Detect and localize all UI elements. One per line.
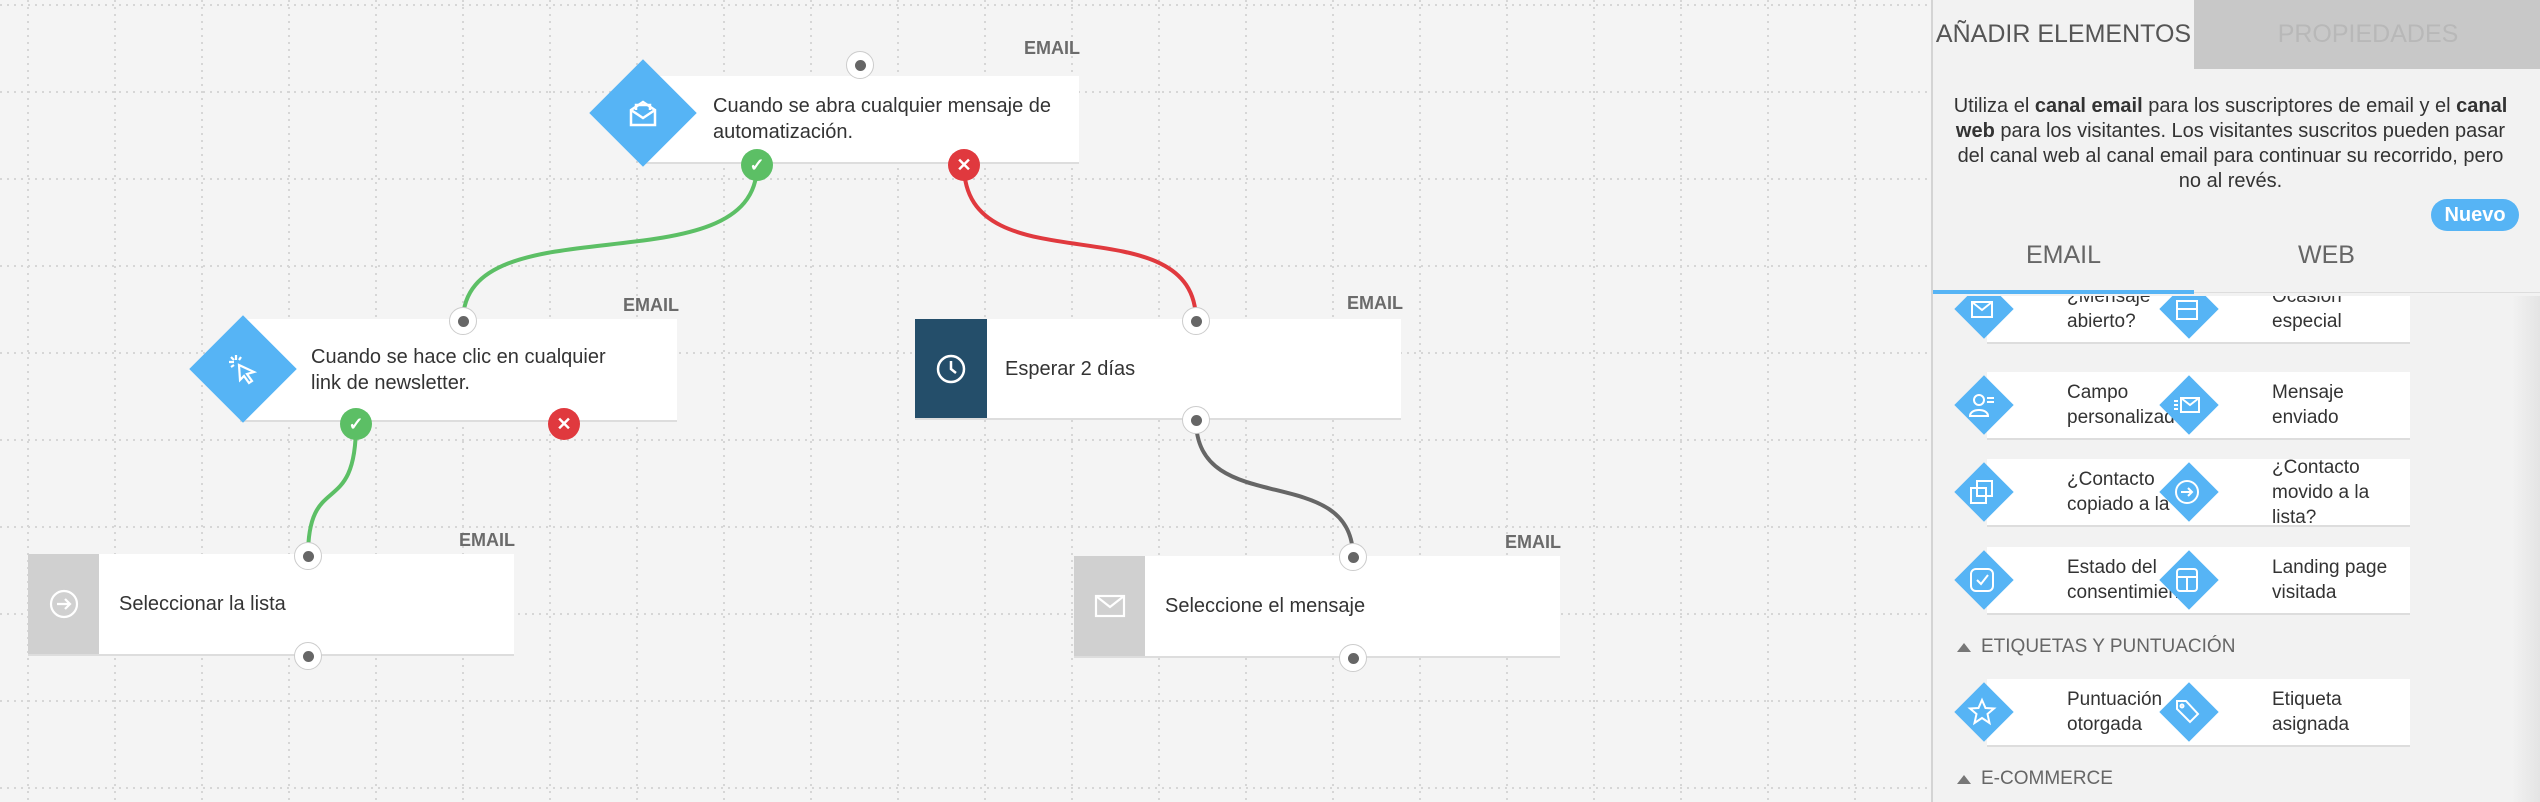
collapse-triangle-icon [1957,642,1971,652]
tab-add-elements[interactable]: AÑADIR ELEMENTOS [1935,20,2192,48]
element-label: ¿Contacto copiado a la [2067,469,2170,515]
node-card[interactable]: Cuando se hace clic en cualquier link de… [240,319,677,420]
desc-bold: canal web [1955,95,2508,142]
desc-bold: canal email [2034,95,2143,117]
side-panel: AÑADIR ELEMENTOS PROPIEDADES Utiliza el … [1931,0,2540,802]
star-icon [1962,692,2002,732]
channel-label: EMAIL [1505,532,1561,552]
element-card[interactable]: ¿Contacto movido a la lista? [2192,457,2410,528]
envelope-icon [1074,556,1145,656]
node-text: Cuando se hace clic en cualquier link de… [311,345,606,394]
no-branch-x-icon[interactable]: ✕ [948,149,980,181]
section-tags-scoring[interactable]: ETIQUETAS Y PUNTUACIÓN [1957,636,2235,658]
connector-no-1 [962,164,1198,322]
section-ecommerce[interactable]: E-COMMERCE [1957,768,2113,790]
element-label: Etiqueta asignada [2272,689,2350,735]
element-label: Estado del consentimiento [2067,557,2195,603]
tab-properties[interactable]: PROPIEDADES [2194,0,2540,69]
yes-branch-check-icon[interactable]: ✓ [741,149,773,181]
calendar-icon [2167,296,2207,329]
element-card[interactable]: Landing page visitada [2192,547,2410,613]
collapse-triangle-icon [1957,774,1971,784]
connector-yes-1 [461,164,759,322]
channel-description: Utiliza el canal email para los suscript… [1953,94,2508,194]
new-badge: Nuevo [2431,199,2519,231]
element-label: Ocasión especial [2272,296,2342,332]
click-cursor-icon [205,331,281,407]
open-envelope-icon [605,75,681,151]
tab-email-channel[interactable]: EMAIL [2025,240,2102,269]
output-port[interactable] [1339,644,1367,672]
channel-label: EMAIL [1024,38,1080,58]
channel-label: EMAIL [623,295,679,315]
layout-icon [2167,560,2207,600]
output-port[interactable] [1182,406,1210,434]
element-label: Campo personalizado [2067,382,2186,428]
output-port[interactable] [294,642,322,670]
input-port[interactable] [449,307,477,335]
tag-icon [2167,692,2207,732]
connector-yes-2 [306,423,358,557]
copy-icon [1962,472,2002,512]
divider [1933,292,2540,293]
section-title: ETIQUETAS Y PUNTUACIÓN [1981,636,2236,657]
node-card[interactable]: Esperar 2 días [915,319,1401,418]
input-port[interactable] [1182,307,1210,335]
workflow-canvas[interactable]: EMAIL Cuando se abra cualquier mensaje d… [0,0,1931,802]
arrow-circle-icon [28,554,99,654]
element-label: Puntuación otorgada [2067,689,2163,735]
section-title: E-COMMERCE [1981,768,2113,789]
desc-text: para los suscriptores de email y el [2142,95,2457,117]
element-card[interactable]: Ocasión especial [2192,296,2410,342]
desc-text: para los visitantes. Los visitantes susc… [1957,120,2506,192]
envelope-icon [1962,296,2002,329]
element-card[interactable]: Mensaje enviado [2192,372,2410,438]
element-card[interactable]: Etiqueta asignada [2192,679,2410,745]
scrollbar[interactable] [2512,296,2540,802]
input-port[interactable] [294,542,322,570]
arrow-circle-icon [2167,472,2207,512]
node-card[interactable]: Seleccionar la lista [28,554,514,654]
clock-icon [915,319,987,418]
no-branch-x-icon[interactable]: ✕ [548,408,580,440]
channel-label: EMAIL [1347,293,1403,313]
elements-list[interactable]: ¿Mensaje abierto? Ocasión especial Campo… [1933,296,2540,802]
element-label: Landing page visitada [2272,557,2388,603]
node-text: Cuando se abra cualquier mensaje de auto… [713,95,1051,143]
channel-label: EMAIL [459,530,515,550]
node-text: Seleccionar la lista [119,593,286,615]
element-label: Mensaje enviado [2272,382,2344,428]
node-card[interactable]: Cuando se abra cualquier mensaje de auto… [640,76,1079,162]
user-field-icon [1962,385,2002,425]
connector-wait [1194,419,1355,558]
node-text: Seleccione el mensaje [1165,595,1366,617]
checkbox-icon [1962,560,2002,600]
input-port[interactable] [1339,543,1367,571]
node-text: Esperar 2 días [1005,357,1136,380]
element-label: ¿Contacto movido a la lista? [2272,456,2370,528]
yes-branch-check-icon[interactable]: ✓ [340,408,372,440]
input-port[interactable] [846,51,874,79]
active-tab-indicator [1933,290,2194,294]
element-label: ¿Mensaje abierto? [2067,296,2151,332]
node-card[interactable]: Seleccione el mensaje [1074,556,1560,656]
send-mail-icon [2167,385,2207,425]
tab-web-channel[interactable]: WEB [2298,240,2355,269]
desc-text: Utiliza el [1953,95,2035,117]
